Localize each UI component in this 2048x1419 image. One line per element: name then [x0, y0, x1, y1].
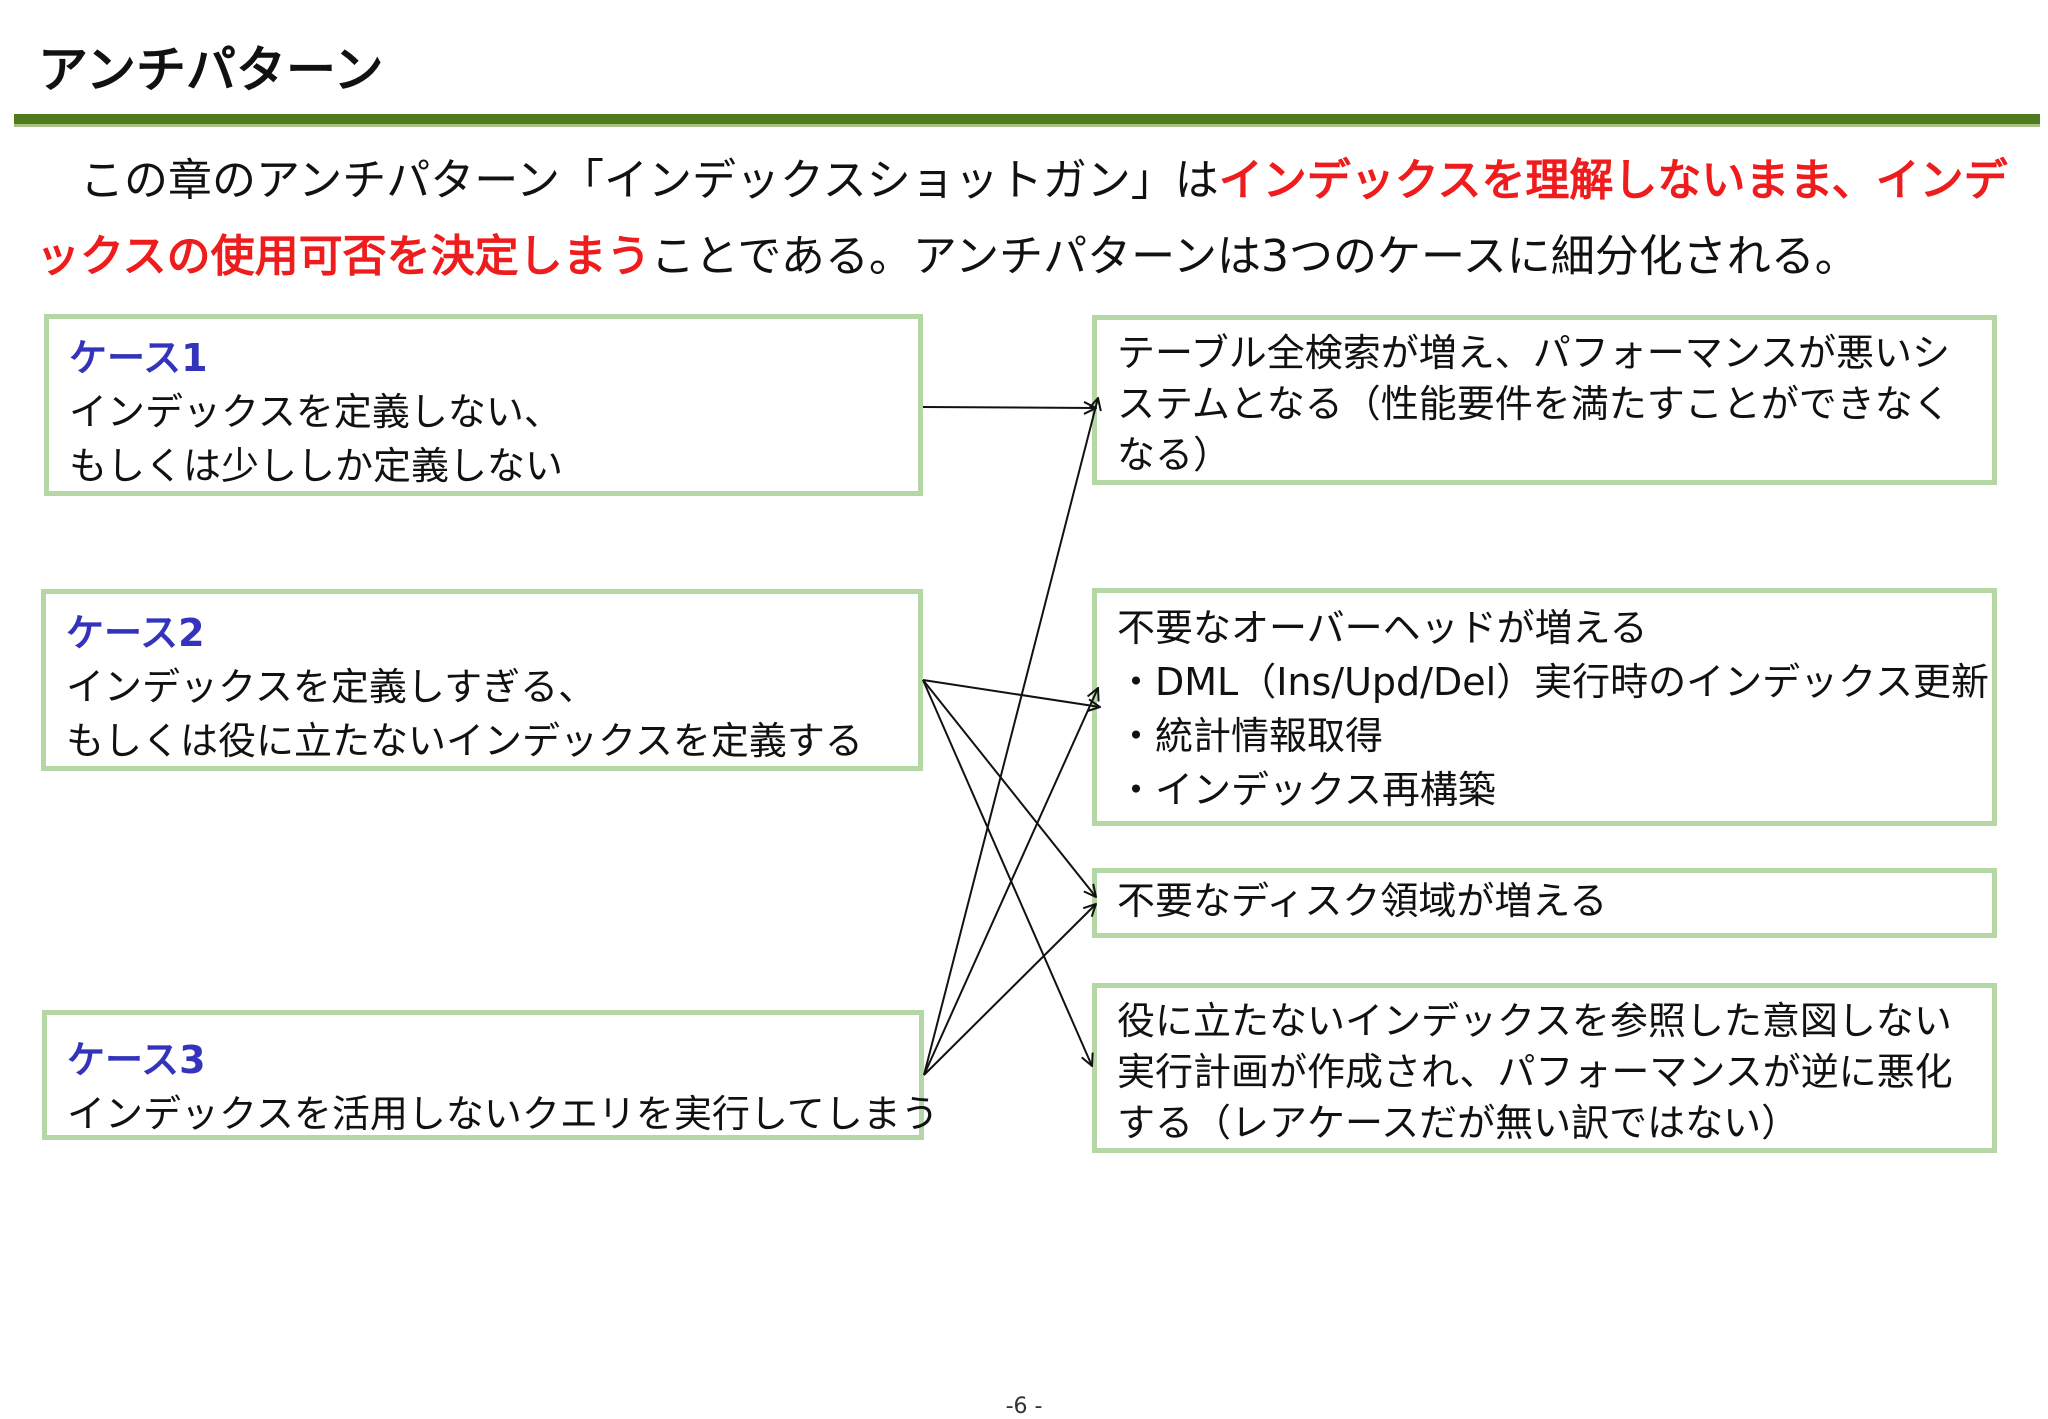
case-2-line-1: インデックスを定義しすぎる、: [66, 665, 597, 709]
effect-2-line-2: ・DML（Ins/Upd/Del）実行時のインデックス更新: [1117, 660, 1990, 704]
arrow-case3-effect1: [923, 398, 1098, 1076]
effect-1-text: テーブル全検索が増え、パフォーマンスが悪いシステムとなる（性能要件を満たすことが…: [1117, 331, 1951, 477]
case-1-line-2: もしくは少ししか定義しない: [69, 444, 564, 488]
case-2-box: ケース2 インデックスを定義しすぎる、 もしくは役に立たないインデックスを定義す…: [41, 589, 923, 771]
intro-text-end: ことである。アンチパターンは3つのケースに細分化される。: [650, 231, 1859, 282]
slide-title: アンチパターン: [38, 41, 384, 99]
arrow-case2-effect3: [922, 679, 1096, 897]
case-1-heading: ケース1: [69, 336, 208, 380]
arrow-case1-effect1: [922, 407, 1096, 408]
case-2-heading: ケース2: [66, 611, 205, 655]
case-3-box: ケース3 インデックスを活用しないクエリを実行してしまう: [42, 1010, 939, 1140]
effect-2-line-3: ・統計情報取得: [1117, 714, 1384, 758]
effect-1-box: テーブル全検索が増え、パフォーマンスが悪いシステムとなる（性能要件を満たすことが…: [1092, 315, 1997, 485]
arrow-case3-effect2: [923, 688, 1098, 1076]
case-2-line-2: もしくは役に立たないインデックスを定義する: [66, 719, 863, 763]
case-1-line-1: インデックスを定義しない、: [69, 390, 562, 434]
intro-text: この章のアンチパターン「インデックスショットガン」は: [36, 155, 1219, 206]
effect-3-box: 不要なディスク領域が増える: [1092, 868, 1997, 938]
effect-3-text: 不要なディスク領域が増える: [1117, 879, 1608, 923]
case-3-heading: ケース3: [67, 1038, 206, 1082]
effect-4-box: 役に立たないインデックスを参照した意図しない実行計画が作成され、パフォーマンスが…: [1092, 983, 1997, 1153]
arrow-case2-effect2: [922, 679, 1100, 707]
effect-2-line-4: ・インデックス再構築: [1117, 768, 1496, 812]
effect-4-text: 役に立たないインデックスを参照した意図しない実行計画が作成され、パフォーマンスが…: [1117, 999, 1953, 1145]
intro-paragraph: この章のアンチパターン「インデックスショットガン」はインデックスを理解しないまま…: [36, 143, 2026, 295]
arrow-case2-effect4: [922, 679, 1092, 1066]
intro-emphasis: インデックスを理解しないまま、インデックスの使用可否を決定しまう: [36, 155, 2008, 282]
effect-2-box: 不要なオーバーヘッドが増える ・DML（Ins/Upd/Del）実行時のインデッ…: [1092, 588, 1997, 826]
arrow-case3-effect3: [923, 904, 1096, 1076]
case-3-line-1: インデックスを活用しないクエリを実行してしまう: [67, 1092, 939, 1136]
case-1-box: ケース1 インデックスを定義しない、 もしくは少ししか定義しない: [44, 314, 923, 496]
effect-2-line-1: 不要なオーバーヘッドが増える: [1117, 606, 1648, 650]
page-number: -6 -: [1005, 1394, 1043, 1419]
title-rule: [14, 114, 2040, 127]
